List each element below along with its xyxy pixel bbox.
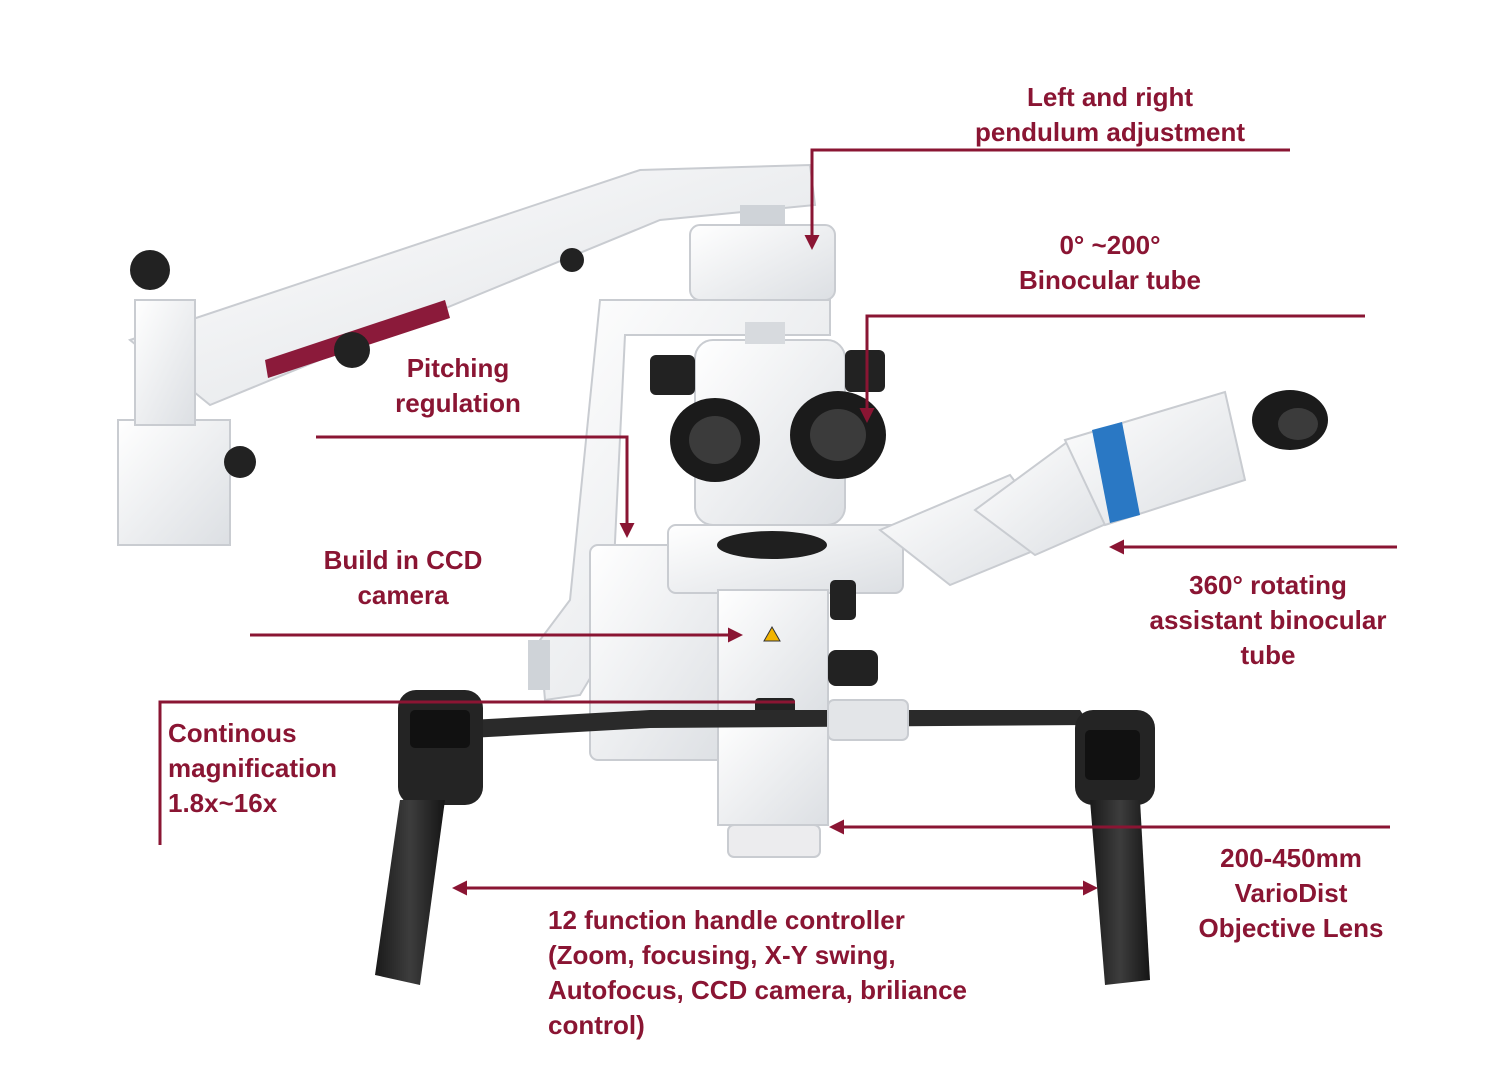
label-handle-line-1: 12 function handle controller bbox=[548, 905, 905, 935]
label-continuous-magnification: Continous magnification 1.8x~16x bbox=[168, 716, 388, 821]
label-pendulum-line-1: Left and right bbox=[1026, 82, 1194, 112]
label-objective-line-2: VarioDist bbox=[1234, 878, 1348, 908]
pitching-callout-line bbox=[316, 435, 635, 538]
label-assistant-binocular: 360° rotating assistant binocular tube bbox=[1128, 568, 1408, 673]
label-pendulum-line-2: pendulum adjustment bbox=[974, 117, 1246, 147]
label-objective-lens: 200-450mm VarioDist Objective Lens bbox=[1180, 841, 1402, 946]
label-binocular-tube: 0° ~200° Binocular tube bbox=[990, 228, 1230, 298]
label-objective-line-1: 200-450mm bbox=[1220, 843, 1362, 873]
label-pitching-line-2: regulation bbox=[395, 388, 521, 418]
microscope-head bbox=[650, 322, 904, 594]
label-handle-controller: 12 function handle controller (Zoom, foc… bbox=[548, 903, 1048, 1043]
label-assistant-line-3: tube bbox=[1240, 640, 1296, 670]
label-handle-line-4: control) bbox=[548, 1010, 645, 1040]
pendulum-callout-line bbox=[804, 148, 1290, 250]
assistant-binocular bbox=[878, 390, 1328, 587]
label-assistant-line-2: assistant binocular bbox=[1149, 605, 1387, 635]
label-binocular-line-1: 0° ~200° bbox=[1059, 230, 1161, 260]
label-pitching-regulation: Pitching regulation bbox=[368, 351, 548, 421]
label-handle-line-3: Autofocus, CCD camera, briliance bbox=[548, 975, 967, 1005]
label-pitching-line-1: Pitching bbox=[406, 353, 510, 383]
label-pendulum-adjustment: Left and right pendulum adjustment bbox=[930, 80, 1290, 150]
label-assistant-line-1: 360° rotating bbox=[1189, 570, 1347, 600]
binocular-eyepieces bbox=[670, 391, 886, 482]
right-handle bbox=[1075, 710, 1155, 985]
label-handle-line-2: (Zoom, focusing, X-Y swing, bbox=[548, 940, 896, 970]
label-binocular-line-2: Binocular tube bbox=[1018, 265, 1201, 295]
handle-bar bbox=[470, 699, 1090, 741]
label-magnification-line-1: Continous bbox=[168, 718, 297, 748]
label-magnification-line-2: magnification bbox=[168, 753, 338, 783]
left-handle bbox=[375, 690, 483, 985]
label-objective-line-3: Objective Lens bbox=[1198, 913, 1384, 943]
label-ccd-camera: Build in CCD camera bbox=[298, 543, 508, 613]
c-bracket bbox=[528, 299, 831, 761]
binocular-callout-line bbox=[859, 314, 1365, 423]
suspension-arm bbox=[117, 163, 817, 546]
label-ccd-line-2: camera bbox=[357, 580, 449, 610]
label-ccd-line-1: Build in CCD bbox=[323, 545, 483, 575]
magnification-callout-line bbox=[158, 700, 795, 845]
label-magnification-line-3: 1.8x~16x bbox=[168, 788, 278, 818]
callout-lines bbox=[158, 148, 1397, 896]
